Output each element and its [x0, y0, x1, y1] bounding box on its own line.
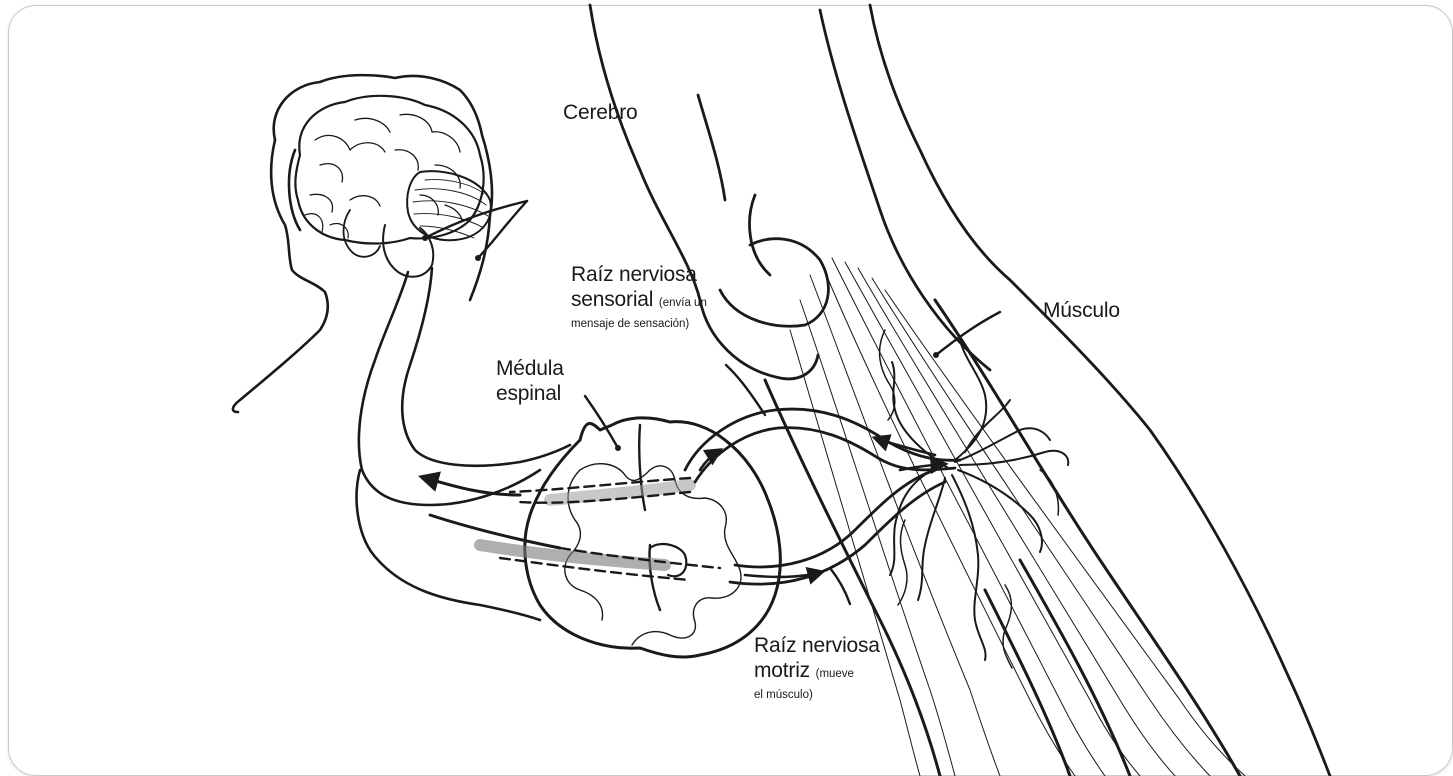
- label-spinal-cord-line2: espinal: [496, 381, 564, 406]
- arm-outline: [590, 5, 1330, 776]
- brain: [295, 96, 490, 277]
- leader-brain-2: [478, 201, 527, 258]
- label-motor-root-note2: el músculo): [754, 687, 880, 703]
- label-spinal-cord-line1: Médula: [496, 356, 564, 381]
- leader-spinal-cord: [585, 396, 618, 448]
- label-sensory-root-line2: sensorial: [571, 288, 653, 311]
- label-motor-root: Raíz nerviosa motriz (mueve el músculo): [754, 633, 880, 703]
- label-sensory-root-line2-wrap: sensorial (envía un: [571, 287, 707, 316]
- motor-nerve-root: [730, 464, 945, 584]
- forearm-outline: [765, 300, 1240, 776]
- label-sensory-root-note1: (envía un: [659, 297, 707, 309]
- label-muscle: Músculo: [1043, 298, 1120, 323]
- sensory-pathway: [422, 477, 690, 503]
- label-spinal-cord: Médula espinal: [496, 356, 564, 406]
- label-motor-root-line1: Raíz nerviosa: [754, 633, 880, 658]
- label-brain: Cerebro: [563, 100, 637, 125]
- label-motor-root-line2: motriz: [754, 659, 810, 682]
- label-sensory-root-line1: Raíz nerviosa: [571, 262, 707, 287]
- nerve-branches: [880, 330, 1069, 668]
- label-motor-root-line2-wrap: motriz (mueve: [754, 658, 880, 687]
- spinal-cord-section: [525, 418, 781, 657]
- spinal-cord-tract: [357, 268, 570, 620]
- label-sensory-root-note2: mensaje de sensación): [571, 316, 707, 332]
- leader-motor-root: [830, 568, 850, 604]
- label-motor-root-note1: (mueve: [816, 668, 854, 680]
- label-sensory-root: Raíz nerviosa sensorial (envía un mensaj…: [571, 262, 707, 332]
